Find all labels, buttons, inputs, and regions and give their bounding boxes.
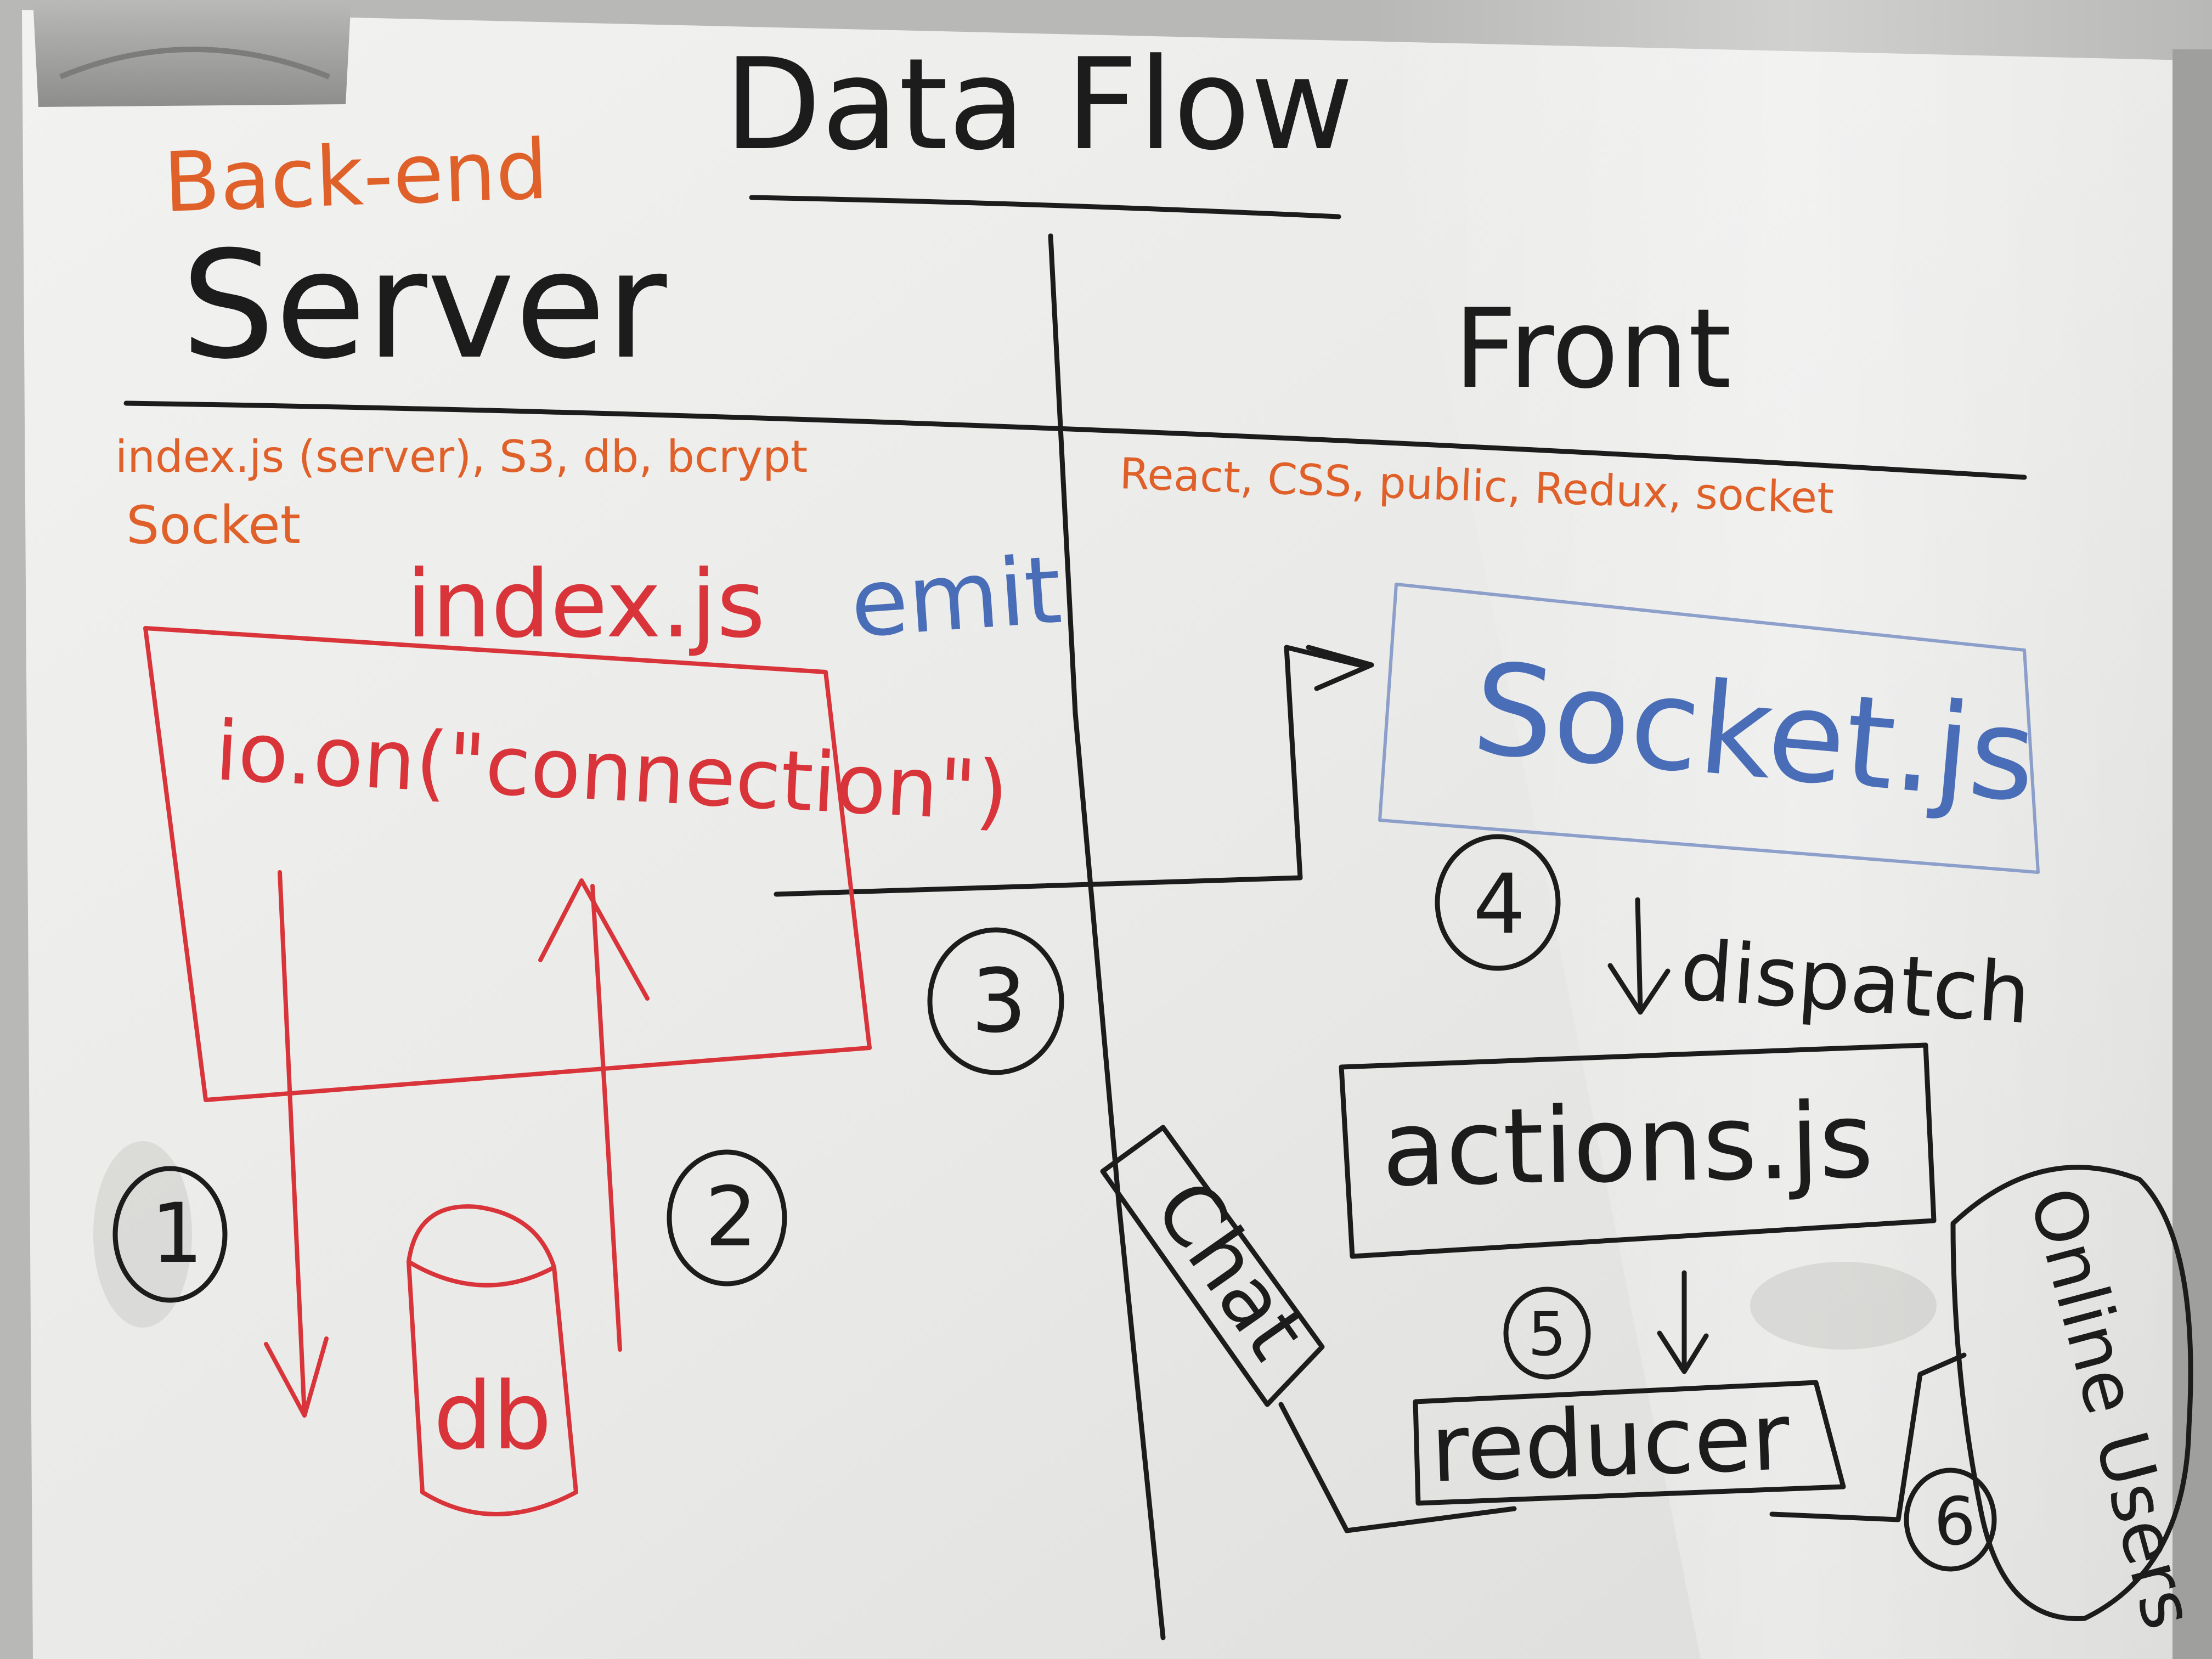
reducer-box	[1413, 1380, 1846, 1506]
emit-label: emit	[847, 536, 1065, 659]
db-cylinder-body	[407, 1260, 578, 1516]
smudge	[93, 1141, 192, 1328]
db-cylinder-rim	[407, 1260, 556, 1288]
reducer-to-users-line	[1769, 1352, 1967, 1522]
step-6-number: 6	[1934, 1484, 1976, 1560]
center-divider	[1048, 233, 1166, 1640]
board-title: Data Flow	[724, 32, 1353, 178]
mount-bracket	[33, 0, 351, 107]
index-js-label: index.js	[406, 550, 765, 659]
step-3-circle	[927, 927, 1064, 1075]
title-underline	[749, 195, 1341, 219]
socket-js-box	[1378, 583, 2040, 874]
db-label: db	[433, 1362, 552, 1471]
step-1-number: 1	[151, 1186, 203, 1282]
emit-route-line	[774, 645, 1369, 897]
step-1-arrow-shaft	[278, 870, 307, 1418]
chat-box	[1100, 1125, 1325, 1407]
front-heading: Front	[1454, 285, 1731, 413]
step-2-arrow-shaft	[590, 884, 622, 1352]
step-2-number: 2	[705, 1170, 757, 1265]
board-glare	[1372, 0, 2212, 1659]
backend-label: Back-end	[162, 122, 550, 231]
step-4-circle	[1435, 834, 1561, 971]
smudge	[1750, 1262, 1937, 1350]
actions-box	[1339, 1042, 1937, 1259]
mount-bracket-curve	[59, 47, 330, 80]
step-4-number: 4	[1473, 857, 1525, 952]
step-1-circle	[112, 1166, 228, 1303]
reducer-label: reducer	[1429, 1383, 1792, 1504]
step-2-circle	[667, 1149, 787, 1286]
step-5-circle	[1503, 1286, 1591, 1380]
dispatch-arrow-shaft	[1635, 897, 1643, 1012]
emit-arrowhead	[1306, 645, 1374, 691]
chat-to-reducer-line	[1278, 1402, 1517, 1533]
step-3-number: 3	[971, 950, 1027, 1052]
reducer-arrowhead	[1657, 1330, 1709, 1374]
dispatch-arrowhead	[1607, 963, 1671, 1015]
actions-js-label: actions.js	[1381, 1080, 1875, 1210]
step-2-arrowhead	[538, 878, 650, 1001]
db-cylinder-top	[407, 1204, 556, 1269]
online-users-blob	[1950, 1165, 2193, 1621]
server-stack-line-2: Socket	[126, 495, 301, 556]
step-1-arrowhead	[264, 1336, 329, 1418]
server-stack-line-1: index.js (server), S3, db, bcrypt	[115, 431, 808, 482]
step-6-circle	[1904, 1468, 1997, 1572]
index-js-box	[143, 626, 872, 1102]
board-right-edge	[2172, 49, 2212, 1659]
step-5-number: 5	[1528, 1299, 1566, 1369]
server-heading: Server	[181, 219, 668, 392]
